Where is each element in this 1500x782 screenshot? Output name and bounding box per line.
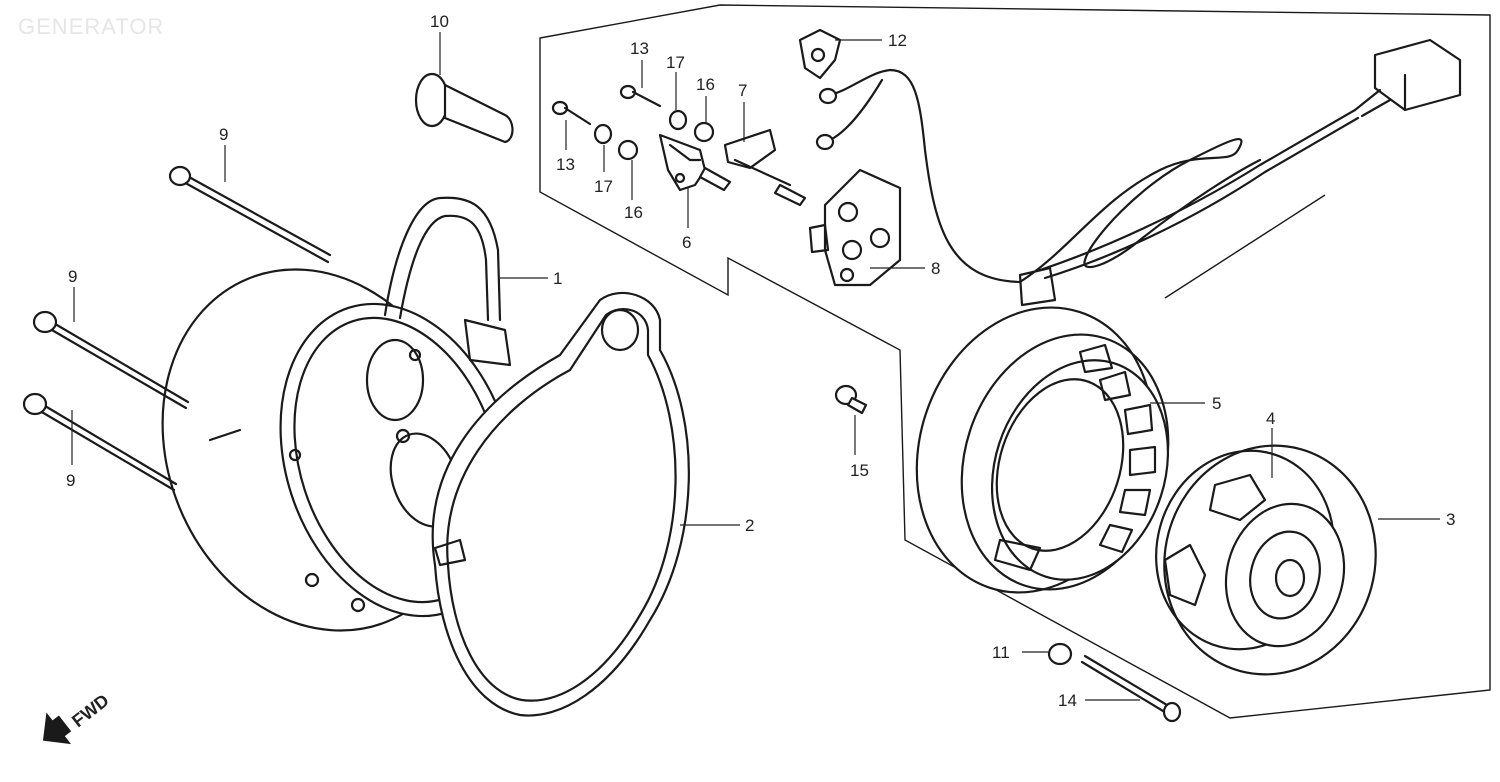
- brush-holder-part: [658, 133, 732, 192]
- callout-3: 3: [1446, 510, 1455, 529]
- leader-lines: [71, 32, 1440, 701]
- callout-9: 9: [66, 471, 75, 490]
- callout-1: 1: [553, 269, 562, 288]
- brush-holder-part: [723, 128, 807, 207]
- callout-8: 8: [931, 259, 940, 278]
- inner-boundary: [1164, 194, 1326, 299]
- callout-2: 2: [745, 516, 754, 535]
- callout-10: 10: [430, 12, 449, 31]
- callout-13: 13: [556, 155, 575, 174]
- callout-13: 13: [630, 39, 649, 58]
- callout-11: 11: [992, 643, 1010, 662]
- wiring-harness: [815, 38, 1462, 307]
- callout-12: 12: [888, 31, 907, 50]
- callouts: 1 2 3 4 5 6 7 8 9 9 9 10 11 12 13 13 14 …: [66, 12, 1455, 710]
- callout-14: 14: [1058, 691, 1077, 710]
- fwd-arrow-icon: FWD: [42, 690, 113, 745]
- callout-9: 9: [219, 125, 228, 144]
- callout-16: 16: [624, 203, 643, 222]
- bolt-part: [168, 165, 332, 264]
- callout-6: 6: [682, 233, 691, 252]
- clamp-part: [798, 28, 842, 80]
- gasket-part: [431, 291, 690, 717]
- rotor-part: [1155, 444, 1377, 676]
- callout-17: 17: [594, 177, 613, 196]
- callout-16: 16: [696, 75, 715, 94]
- bolt-part: [1080, 654, 1182, 723]
- screw-part: [619, 84, 662, 108]
- pulse-generator-part: [808, 168, 902, 287]
- callout-7: 7: [738, 81, 747, 100]
- callout-15: 15: [850, 461, 869, 480]
- callout-9: 9: [68, 267, 77, 286]
- bolt-part: [32, 310, 190, 410]
- stator-part: [915, 306, 1170, 594]
- callout-17: 17: [666, 53, 685, 72]
- screw-part: [834, 384, 868, 415]
- plug-part: [414, 72, 514, 144]
- callout-4: 4: [1266, 409, 1275, 428]
- diagram-title: GENERATOR: [18, 14, 165, 39]
- fwd-label: FWD: [68, 690, 113, 731]
- bolt-part: [22, 392, 178, 492]
- screw-part: [551, 100, 592, 126]
- washer-part: [1047, 642, 1073, 666]
- washer-part: [593, 109, 715, 161]
- subassembly-boundary: [539, 4, 1491, 719]
- callout-5: 5: [1212, 394, 1221, 413]
